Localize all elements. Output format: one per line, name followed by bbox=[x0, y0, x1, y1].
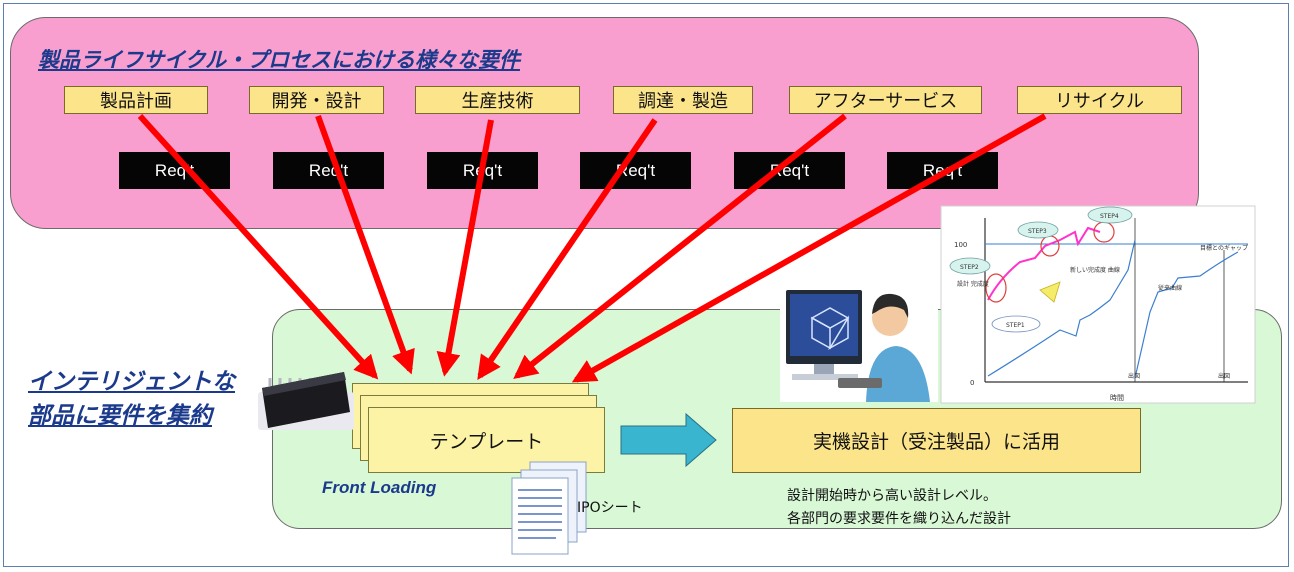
graph-step2: STEP2 bbox=[960, 264, 979, 271]
graph-y100-label: 100 bbox=[954, 241, 967, 249]
requirement-arrow-3 bbox=[436, 119, 494, 377]
description-line-1: 設計開始時から高い設計レベル。 bbox=[787, 488, 997, 504]
front-loading-label: Front Loading bbox=[322, 478, 437, 497]
ipo-sheet-label: IPOシート bbox=[577, 500, 643, 516]
graph-old-curve-label: 従来曲線 bbox=[1158, 284, 1182, 292]
requirement-arrow-4 bbox=[477, 118, 658, 380]
requirement-arrow-1 bbox=[137, 113, 379, 380]
phase-procurement-manufacturing: 調達・製造 bbox=[613, 86, 753, 114]
requirement-box-1: Req't bbox=[119, 152, 230, 189]
requirement-box-4: Req't bbox=[580, 152, 691, 189]
phase-production-engineering: 生産技術 bbox=[415, 86, 580, 114]
graph-step3: STEP3 bbox=[1028, 228, 1047, 235]
graph-xlabel: 時間 bbox=[1110, 394, 1124, 402]
phase-after-service: アフターサービス bbox=[789, 86, 982, 114]
phase-product-planning: 製品計画 bbox=[64, 86, 208, 114]
description-line-2: 各部門の要求要件を織り込んだ設計 bbox=[787, 511, 1011, 527]
outer-frame bbox=[3, 3, 1289, 567]
graph-y0-label: 0 bbox=[970, 379, 974, 387]
graph-ship-2: 出図 bbox=[1218, 372, 1230, 380]
lifecycle-title: 製品ライフサイクル・プロセスにおける様々な要件 bbox=[38, 48, 520, 72]
side-label-line-2: 部品に要件を集約 bbox=[28, 403, 212, 429]
graph-step4: STEP4 bbox=[1100, 213, 1119, 220]
requirement-arrow-2 bbox=[315, 114, 415, 375]
side-label-line-1: インテリジェントな bbox=[28, 369, 235, 395]
graph-new-curve-label: 新しい完成度 曲線 bbox=[1070, 266, 1120, 274]
requirement-arrow-6 bbox=[571, 113, 1047, 383]
graph-step1: STEP1 bbox=[1006, 322, 1025, 329]
phase-recycle: リサイクル bbox=[1017, 86, 1182, 114]
template-label: テンプレート bbox=[429, 430, 544, 453]
graph-gap-label: 目標とのギャップ bbox=[1200, 244, 1248, 252]
requirement-arrow-5 bbox=[513, 113, 847, 379]
phase-development-design: 開発・設計 bbox=[249, 86, 384, 114]
graph-ylabel: 設計 完成度 bbox=[957, 280, 989, 288]
graph-ship-1: 出図 bbox=[1128, 372, 1140, 380]
actual-design-box: 実機設計（受注製品）に活用 bbox=[732, 408, 1141, 473]
